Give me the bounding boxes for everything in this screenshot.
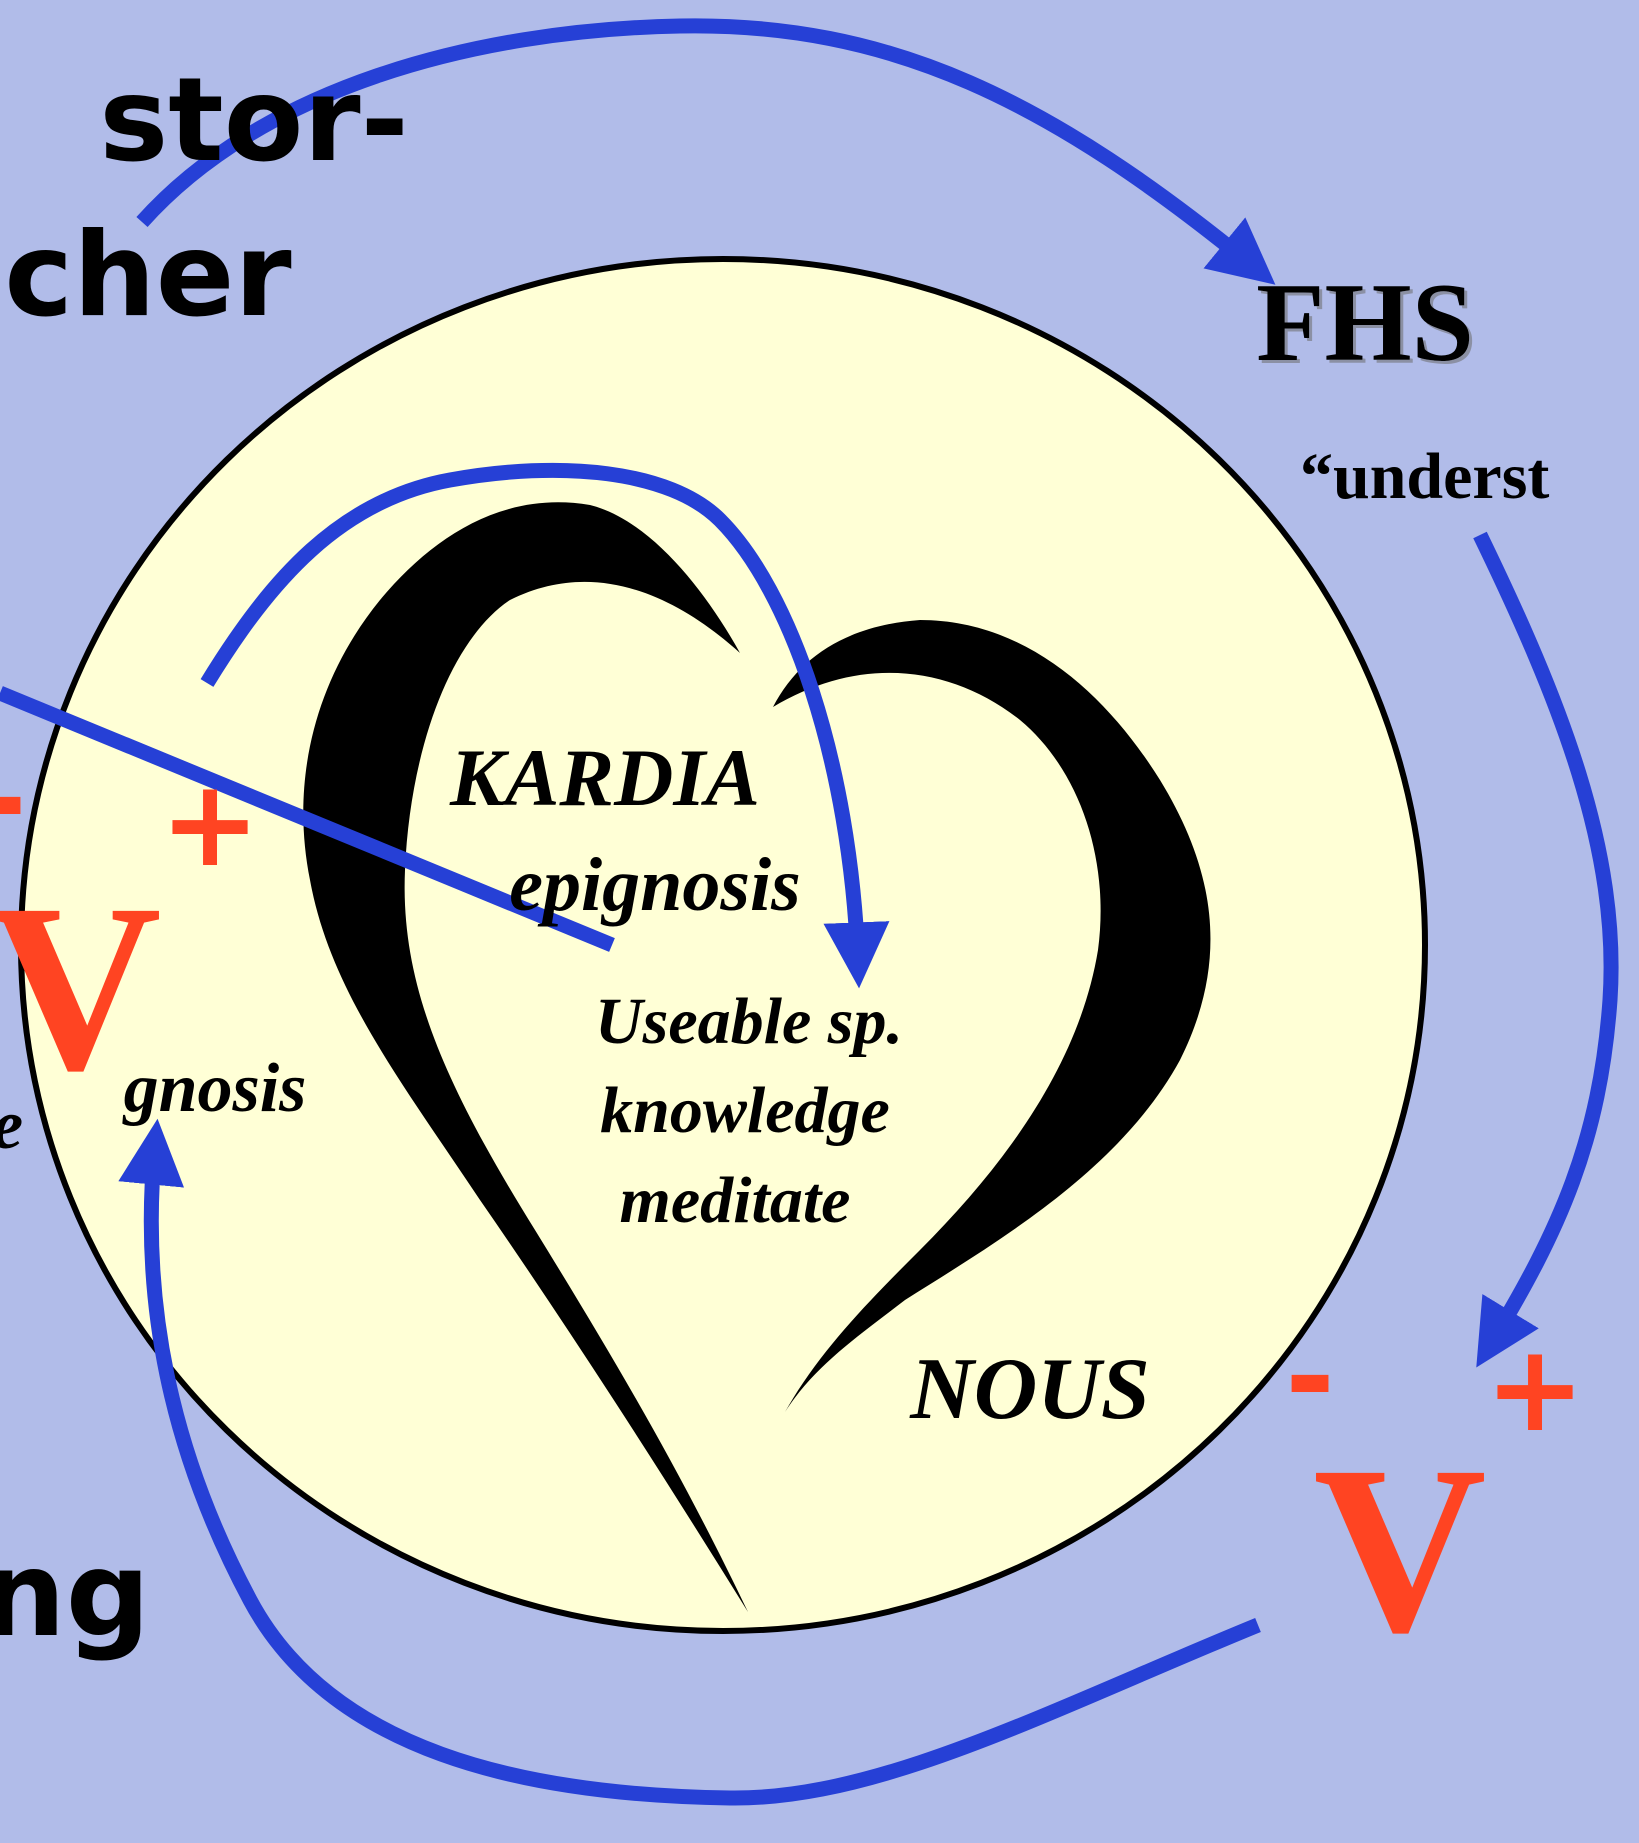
pastor-teacher-line2: cher: [4, 208, 291, 343]
plus-left: +: [160, 755, 261, 894]
arrow-understand-to-v: [1473, 531, 1619, 1368]
knowledge-label: knowledge: [600, 1074, 890, 1147]
arrow-teacher-to-fhs: [136, 18, 1276, 285]
v-right: V: [1313, 1416, 1486, 1682]
plus-right: +: [1485, 1320, 1586, 1459]
minus-left: -: [0, 730, 27, 869]
minus-right: -: [1285, 1308, 1335, 1447]
heart-shape-right: [773, 620, 1211, 1412]
meditate-label: meditate: [620, 1164, 851, 1237]
fhs-label: FHS: [1256, 261, 1474, 385]
nous-label: NOUS: [909, 1341, 1150, 1438]
mind-circle: [18, 256, 1428, 1634]
v-left: V: [0, 854, 162, 1120]
arrow-gnosis-to-epignosis: [200, 462, 890, 989]
partial-e-label: e: [0, 1087, 23, 1164]
pastor-teacher-line1: stor-: [99, 53, 409, 188]
kardia-label: KARDIA: [449, 732, 760, 823]
epignosis-label: epignosis: [509, 843, 800, 927]
understanding-label: “underst: [1300, 440, 1549, 513]
useable-label: Useable sp.: [595, 985, 903, 1058]
gnosis-label: gnosis: [122, 1050, 307, 1127]
learning-label: ng: [0, 1525, 150, 1663]
arrow-v-to-gnosis: [118, 1118, 1261, 1806]
heart-shape: [303, 502, 748, 1612]
line-left-to-heart: [0, 686, 615, 952]
